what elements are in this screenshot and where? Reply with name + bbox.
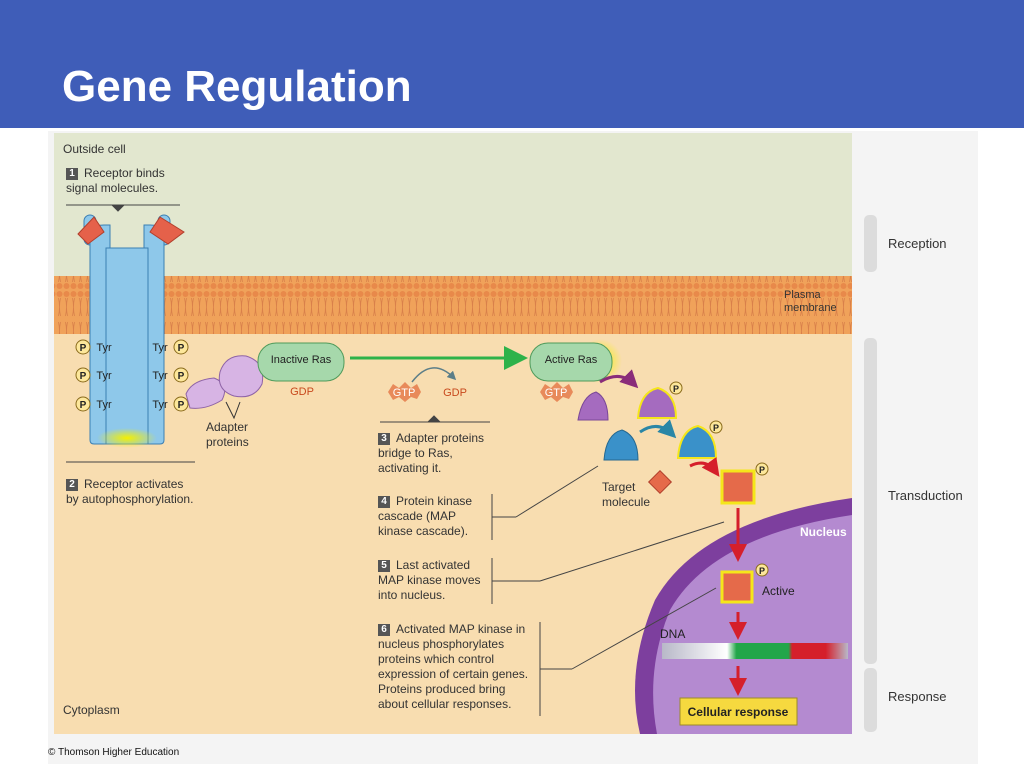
kinase-1-active bbox=[636, 386, 678, 419]
p-label: P bbox=[80, 400, 87, 411]
kinase-2-active bbox=[676, 424, 718, 459]
cellular-response-box bbox=[679, 697, 798, 726]
tyr-label: Tyr bbox=[152, 399, 168, 411]
adapter-proteins bbox=[185, 355, 264, 420]
receptor bbox=[77, 214, 185, 448]
map-kinase-nuclear bbox=[720, 570, 754, 604]
svg-text:P: P bbox=[673, 384, 679, 394]
adapter-proteins-label: Adapter proteins bbox=[206, 420, 249, 449]
p-label: P bbox=[178, 400, 185, 411]
svg-text:P: P bbox=[713, 423, 719, 433]
phosphotyrosines: P P P P P P Tyr Tyr Tyr Tyr Tyr Tyr bbox=[75, 339, 189, 412]
p-label: P bbox=[178, 371, 185, 382]
outside-region bbox=[54, 133, 852, 276]
target-molecule-label: Target molecule bbox=[602, 480, 651, 509]
map-kinase-active bbox=[720, 469, 756, 505]
tyr-label: Tyr bbox=[96, 399, 112, 411]
cascade-arrow bbox=[689, 457, 720, 477]
phase-reception: Reception bbox=[888, 236, 947, 251]
svg-text:P: P bbox=[759, 465, 765, 475]
dna-label: DNA bbox=[660, 627, 686, 641]
cascade-arrow bbox=[639, 419, 677, 439]
gtp-burst bbox=[388, 382, 421, 402]
cascade-arrow bbox=[599, 369, 639, 389]
kinase-1 bbox=[577, 391, 609, 421]
target-molecule bbox=[647, 469, 673, 495]
active-label: Active bbox=[762, 584, 795, 598]
tyr-label: Tyr bbox=[96, 342, 112, 354]
cytoplasm-label: Cytoplasm bbox=[63, 703, 120, 717]
inactive-ras-label: Inactive Ras bbox=[271, 354, 332, 366]
gtp-burst bbox=[540, 382, 573, 402]
plasma-membrane-label: Plasma membrane bbox=[784, 289, 837, 314]
p-label: P bbox=[178, 343, 185, 354]
kinase-2 bbox=[603, 429, 639, 461]
inactive-ras bbox=[257, 342, 345, 382]
title-bar bbox=[0, 0, 1024, 128]
cellular-response-label: Cellular response bbox=[688, 705, 789, 719]
tyr-label: Tyr bbox=[96, 370, 112, 382]
nucleus-interior bbox=[653, 515, 852, 734]
p-label: P bbox=[80, 343, 87, 354]
gtp-label: GTP bbox=[545, 387, 568, 399]
dna-strand bbox=[662, 643, 848, 659]
plasma-membrane bbox=[54, 276, 852, 334]
svg-text:P: P bbox=[759, 566, 765, 576]
slide-title: Gene Regulation bbox=[62, 62, 412, 111]
exchange-arrow bbox=[411, 367, 457, 383]
active-ras bbox=[529, 342, 613, 382]
phase-transduction: Transduction bbox=[888, 488, 963, 503]
tyr-label: Tyr bbox=[152, 370, 168, 382]
tyr-label: Tyr bbox=[152, 342, 168, 354]
copyright-notice: © Thomson Higher Education bbox=[48, 747, 180, 758]
gdp-label: GDP bbox=[290, 386, 314, 398]
active-ras-label: Active Ras bbox=[545, 354, 598, 366]
gtp-label: GTP bbox=[393, 387, 416, 399]
nucleus-label: Nucleus bbox=[800, 525, 847, 539]
callout-lines bbox=[66, 204, 725, 716]
phosphate-badges: P P P P bbox=[669, 381, 769, 577]
gdp-label: GDP bbox=[443, 387, 467, 399]
phase-response: Response bbox=[888, 689, 947, 704]
phase-brackets bbox=[864, 215, 877, 732]
p-label: P bbox=[80, 371, 87, 382]
outside-cell-label: Outside cell bbox=[63, 142, 126, 156]
